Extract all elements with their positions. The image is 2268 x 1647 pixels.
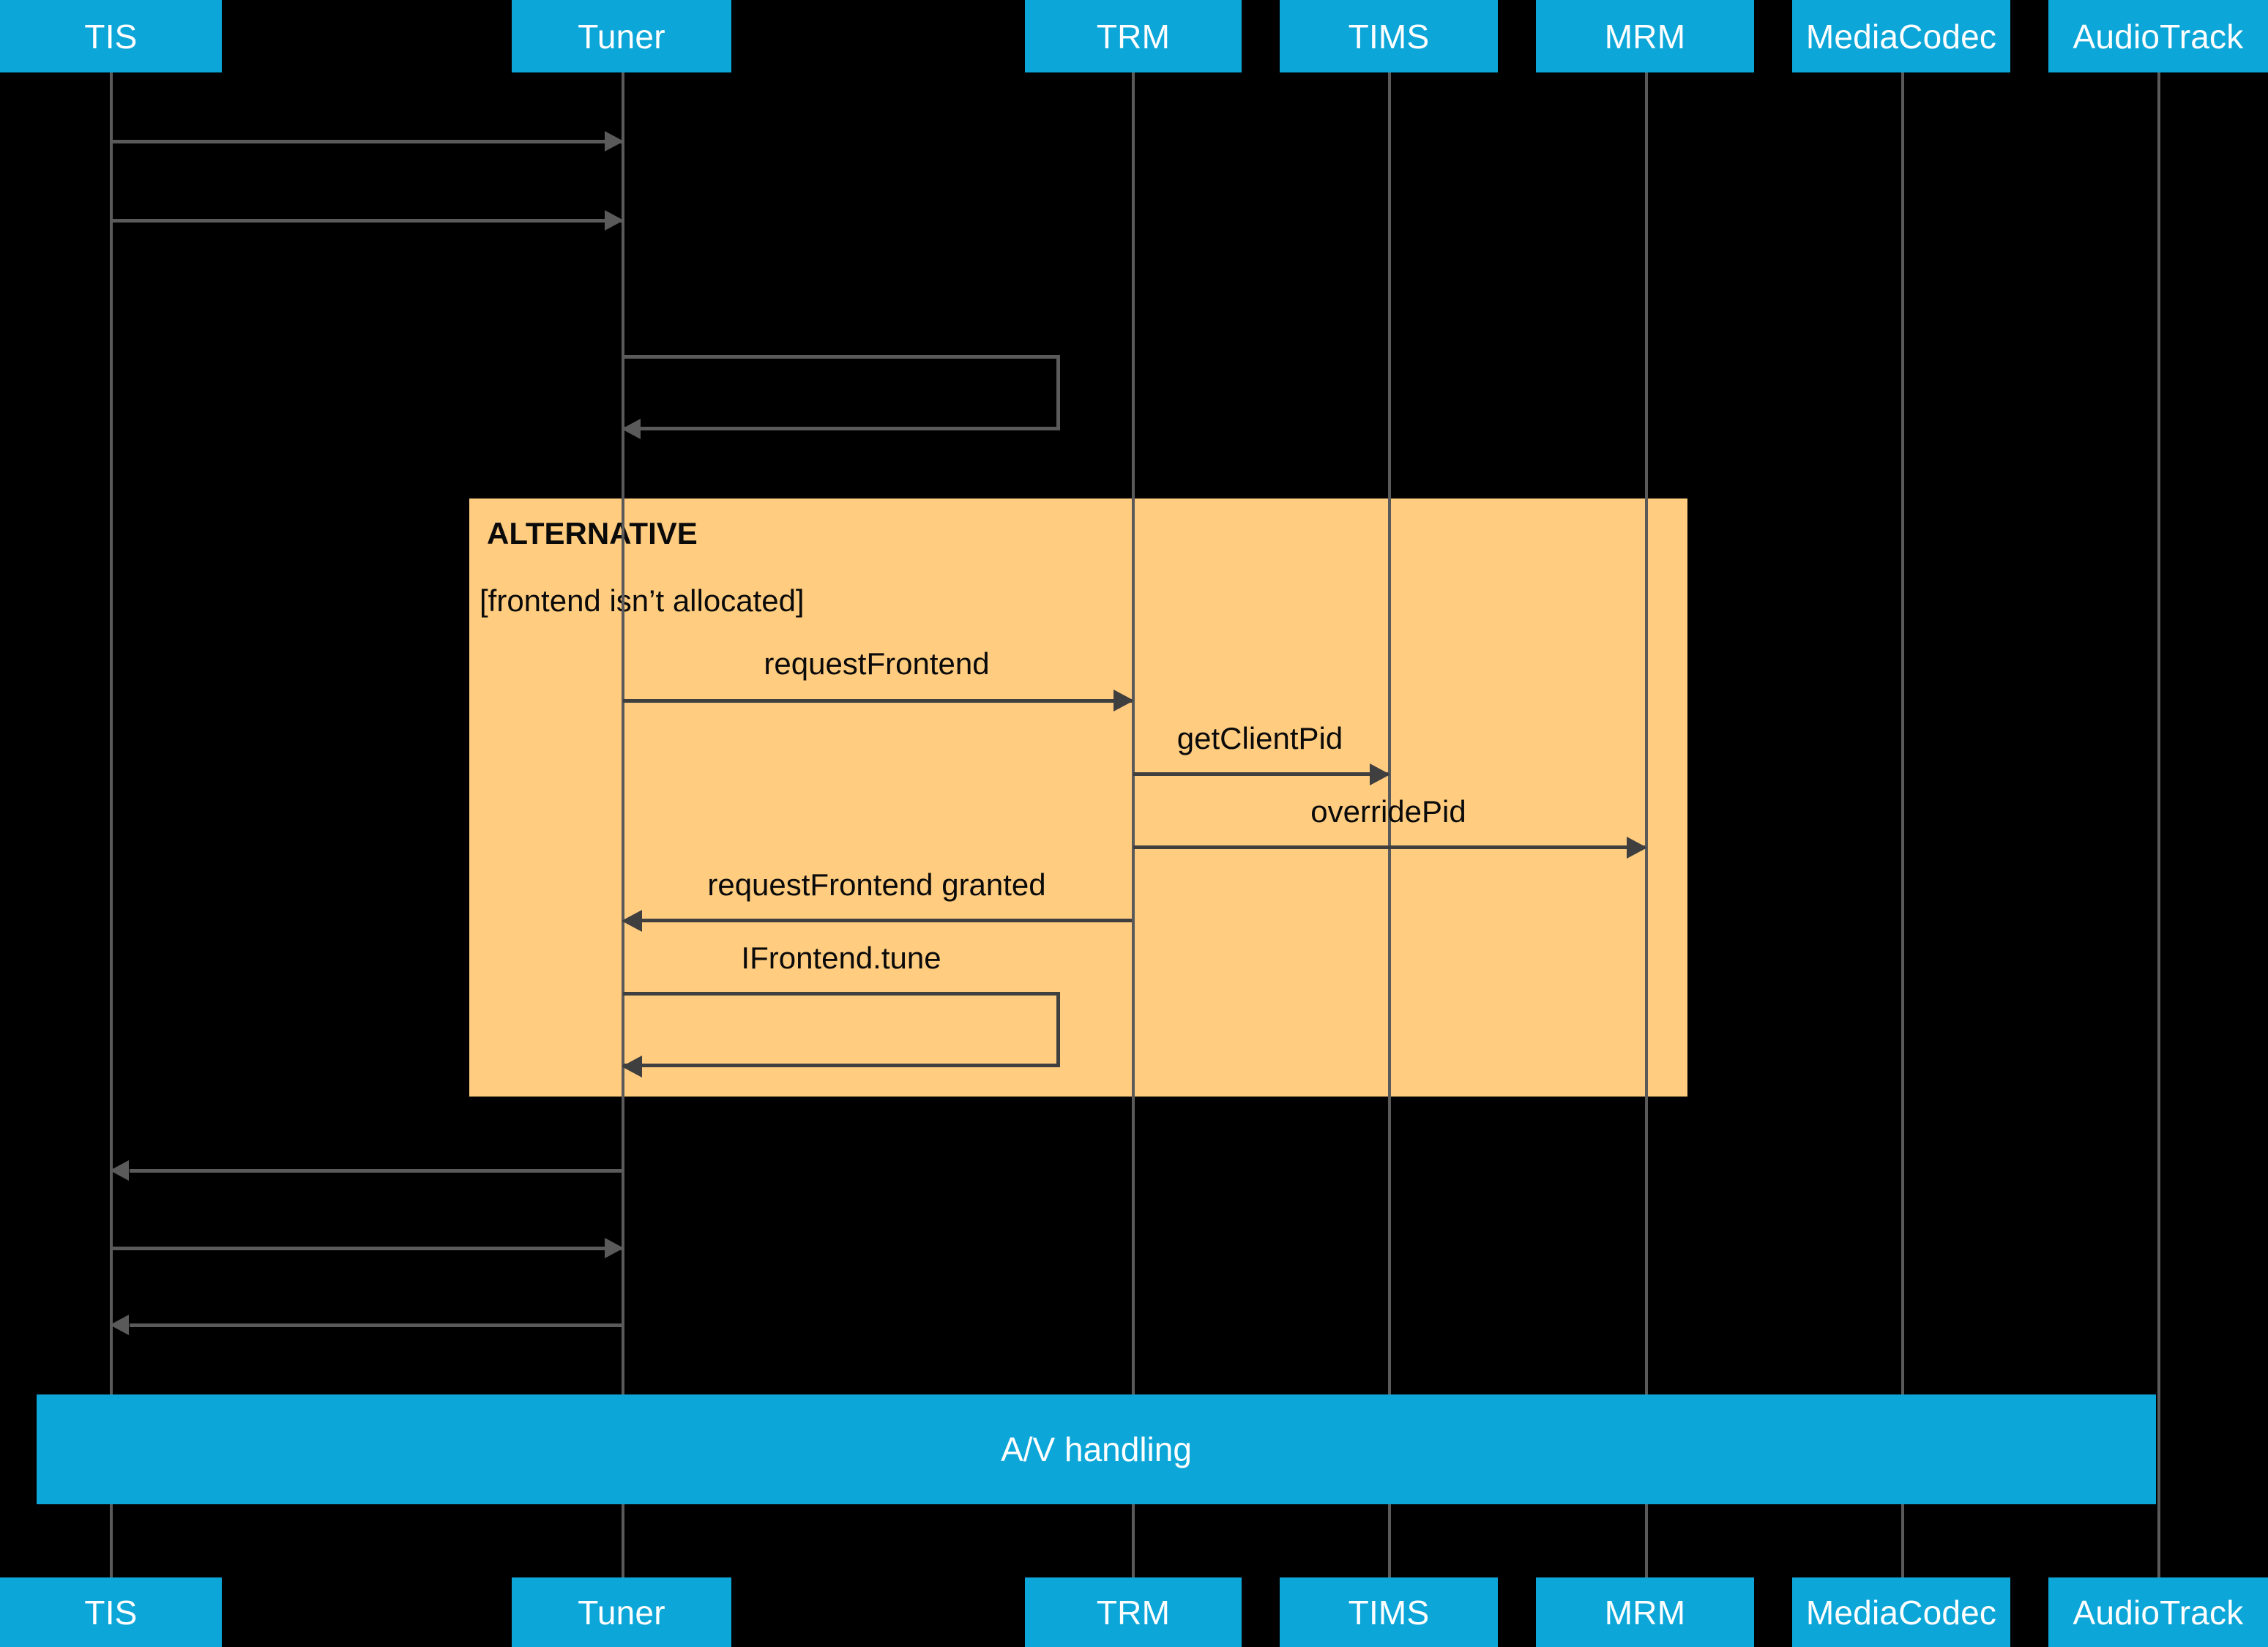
participant-header-trm[interactable]: TRM	[1025, 0, 1242, 72]
message-label-ifrontend-tune: IFrontend.tune	[741, 941, 941, 975]
alt-fragment-operator: ALTERNATIVE	[487, 516, 698, 550]
participant-label: MRM	[1604, 1593, 1686, 1632]
av-handling-label: A/V handling	[1001, 1430, 1192, 1468]
message-line-requestfrontend	[623, 699, 1132, 703]
lifeline-audiotrack	[2157, 37, 2160, 1610]
selfcall-arrowhead-2	[622, 1056, 642, 1078]
message-line-1	[111, 140, 622, 143]
lifeline-mrm-overlay	[1645, 498, 1648, 1097]
participant-header-tims[interactable]: TIMS	[1280, 0, 1498, 72]
message-arrowhead-1	[605, 131, 624, 152]
message-arrowhead-overridepid	[1627, 837, 1647, 859]
alt-fragment	[469, 498, 1687, 1097]
participant-header-tuner[interactable]: Tuner	[512, 0, 731, 72]
participant-label: AudioTrack	[2073, 1593, 2244, 1632]
participant-footer-mrm[interactable]: MRM	[1536, 1577, 1754, 1647]
message-arrowhead-requestfrontend-granted	[622, 910, 642, 932]
participant-label: TRM	[1096, 1593, 1171, 1632]
message-line-overridepid	[1133, 845, 1645, 849]
participant-label: AudioTrack	[2073, 17, 2244, 56]
participant-header-mediacodec[interactable]: MediaCodec	[1792, 0, 2010, 72]
participant-label: TIS	[84, 17, 138, 56]
participant-label: TIS	[84, 1593, 138, 1632]
message-arrowhead-2	[605, 210, 624, 231]
participant-label: TIMS	[1348, 17, 1430, 56]
participant-footer-mediacodec[interactable]: MediaCodec	[1792, 1577, 2010, 1647]
message-line-11	[130, 1323, 622, 1327]
participant-header-tis[interactable]: TIS	[0, 0, 222, 72]
participant-header-audiotrack[interactable]: AudioTrack	[2048, 0, 2268, 72]
message-line-requestfrontend-granted	[642, 919, 1132, 922]
av-handling-banner[interactable]: A/V handling	[37, 1394, 2156, 1504]
message-line-getclientpid	[1133, 772, 1388, 776]
lifeline-tis	[110, 37, 113, 1610]
participant-label: TRM	[1096, 17, 1171, 56]
participant-label: MediaCodec	[1805, 17, 1997, 56]
participant-footer-tuner[interactable]: Tuner	[512, 1577, 731, 1647]
selfcall-box-tuner-1	[623, 355, 1060, 430]
message-line-9	[130, 1169, 622, 1173]
participant-header-mrm[interactable]: MRM	[1536, 0, 1754, 72]
message-label-overridepid: overridePid	[1310, 794, 1466, 829]
participant-label: TIMS	[1348, 1593, 1430, 1632]
message-arrowhead-requestfrontend	[1114, 690, 1134, 712]
selfcall-box-tuner-2	[623, 992, 1060, 1067]
participant-footer-audiotrack[interactable]: AudioTrack	[2048, 1577, 2268, 1647]
participant-label: Tuner	[578, 1593, 665, 1632]
message-arrowhead-getclientpid	[1370, 763, 1390, 785]
participant-footer-tis[interactable]: TIS	[0, 1577, 222, 1647]
participant-footer-tims[interactable]: TIMS	[1280, 1577, 1498, 1647]
message-arrowhead-11	[110, 1315, 129, 1335]
message-line-2	[111, 219, 622, 223]
message-label-getclientpid: getClientPid	[1176, 721, 1343, 755]
participant-label: Tuner	[578, 17, 665, 56]
message-arrowhead-9	[110, 1160, 129, 1181]
lifeline-tuner-overlay	[622, 498, 624, 1097]
participant-footer-trm[interactable]: TRM	[1025, 1577, 1242, 1647]
message-line-10	[111, 1247, 622, 1250]
selfcall-arrowhead-1	[622, 419, 641, 439]
participant-label: MRM	[1604, 17, 1686, 56]
lifeline-mediacodec	[1901, 37, 1904, 1610]
message-label-requestfrontend-granted: requestFrontend granted	[707, 867, 1046, 902]
alt-fragment-guard: [frontend isn’t allocated]	[480, 583, 805, 618]
message-label-requestfrontend: requestFrontend	[764, 646, 990, 681]
lifeline-tims-overlay	[1388, 498, 1391, 1097]
participant-label: MediaCodec	[1805, 1593, 1997, 1632]
lifeline-trm-overlay	[1132, 498, 1135, 1097]
message-arrowhead-10	[605, 1238, 624, 1258]
